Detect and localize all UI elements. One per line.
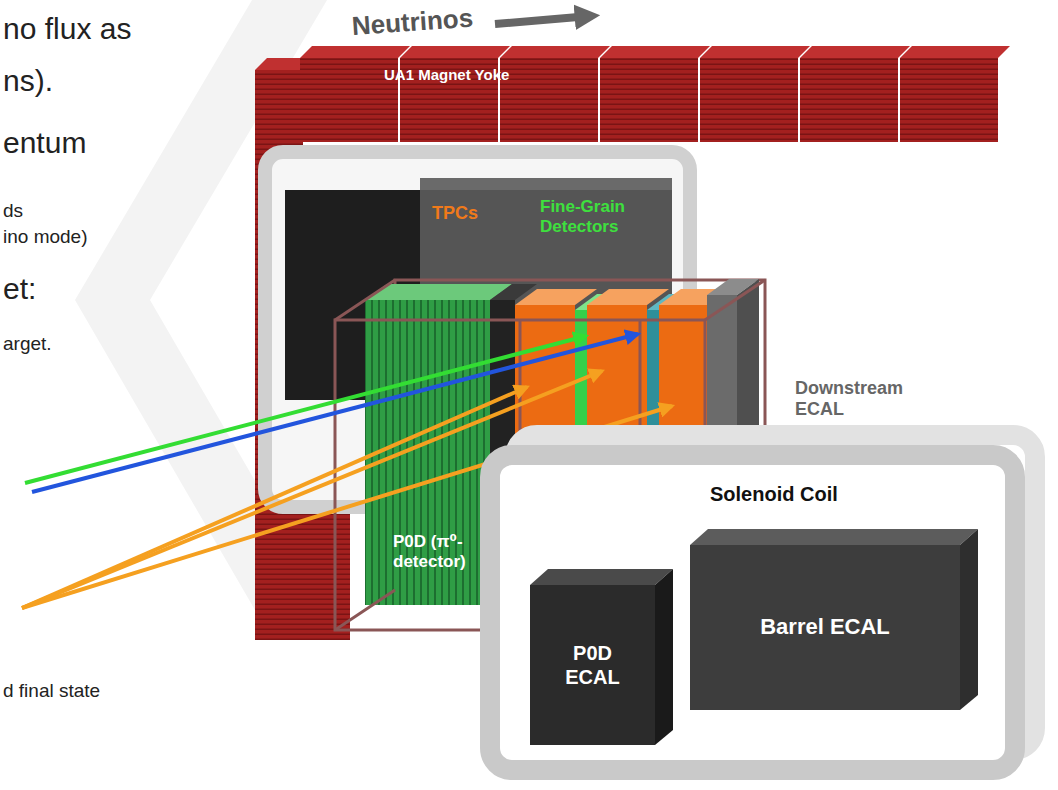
slide-text: no flux as [3,12,131,47]
tpc-top [515,289,597,305]
yoke-slab [700,58,798,142]
basket-frame [705,280,765,320]
basket-frame [335,280,395,320]
slide-text: entum [3,126,86,161]
yoke-slab-top [300,46,410,58]
ecal-side [655,569,673,745]
slide-text: et: [3,272,36,307]
node-text: Solenoid Coil [710,482,838,506]
ecal-top [530,569,673,585]
slide-text: d final state [3,680,100,702]
node-text: P0D ECAL [565,641,619,689]
solenoid-coil: Solenoid CoilP0D ECAL Barrel ECAL [480,425,1048,783]
ecal-module: Barrel ECAL [690,545,960,710]
p0d-block [365,300,490,605]
yoke-slab-top [500,46,610,58]
coil-front-rim [490,455,1015,770]
slide-text: ns). [3,64,53,99]
yoke-slab-top [600,46,710,58]
yoke-slab [600,58,698,142]
ecal-module: P0D ECAL [530,585,655,745]
yoke-slab-top [800,46,910,58]
yoke-slab [300,58,398,142]
slide-text: arget. [3,333,52,355]
beam-label: Neutrinos [351,4,474,42]
particle-track [22,387,527,608]
basket-frame [335,590,395,630]
yoke-slab [800,58,898,142]
tpc-top [587,289,669,305]
node-text: Barrel ECAL [760,614,890,640]
node-text: P0D (π⁰- detector) [393,532,466,573]
part-label: Downstream ECAL [795,378,915,419]
p0d-detector: P0D (π⁰- detector) [365,300,490,605]
inner-module-top [420,178,672,190]
yoke-slab [900,58,998,142]
yoke-slab [500,58,598,142]
beam-arrow [495,16,590,24]
node-text: UA1 Magnet Yoke [384,66,509,84]
ecal-top [690,529,978,545]
yoke-slab-top [400,46,510,58]
part-label: Fine-Grain Detectors [540,197,640,236]
part-label: TPCs [432,203,478,224]
slide-text: ds [3,200,23,222]
yoke-slab-top [900,46,1010,58]
magnet-yoke: UA1 Magnet Yoke [380,62,552,90]
yoke-slab-top [700,46,810,58]
slide-text: ino mode) [3,226,88,248]
ecal-side [960,529,978,710]
